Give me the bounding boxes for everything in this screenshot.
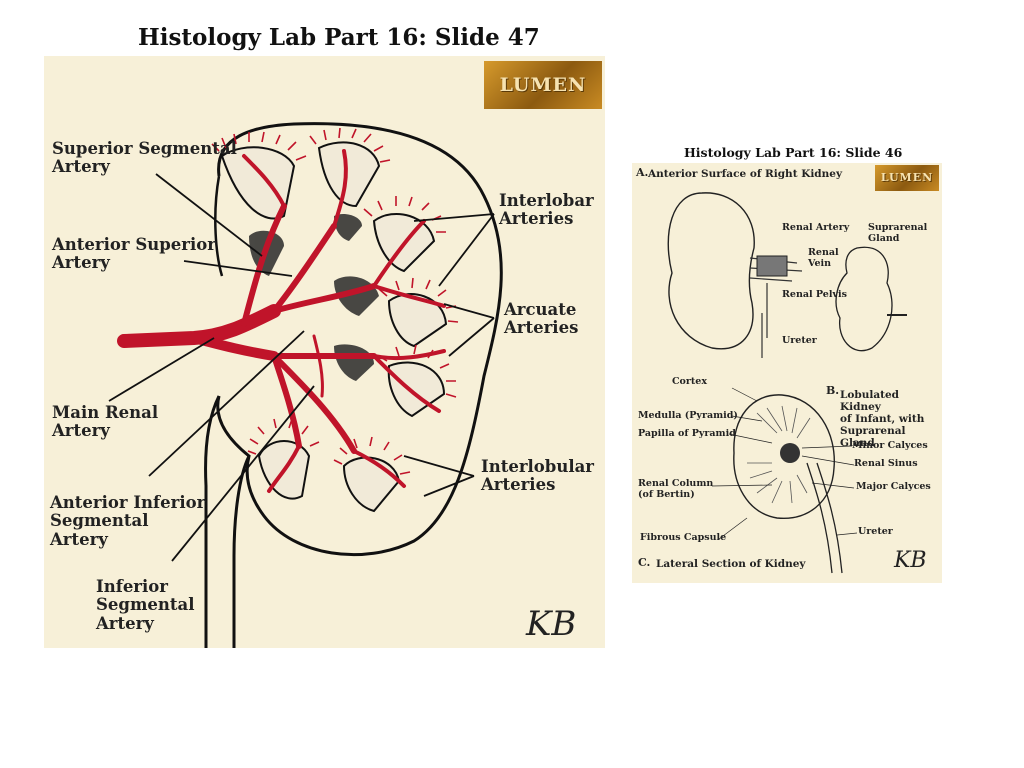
artist-signature-small: KB: [894, 548, 927, 573]
pyramid-striations: [747, 405, 811, 504]
kidney-drawing: [108, 122, 503, 648]
label-minor-calyces: Minor Calyces: [852, 440, 928, 451]
label-papilla: Papilla of Pyramid: [638, 428, 736, 439]
label-suprarenal-gland: Suprarenal Gland: [868, 222, 928, 244]
label-renal-vein: Renal Vein: [808, 247, 839, 269]
section-c-caption: Lateral Section of Kidney: [656, 558, 806, 570]
kidney-anatomy-figure: LUMEN A.: [632, 163, 942, 583]
leader-lines: [108, 173, 495, 562]
ureter-line-left: [204, 395, 221, 648]
label-fibrous-capsule: Fibrous Capsule: [640, 532, 727, 543]
label-interlobular-arteries: Interlobular Arteries: [481, 457, 594, 495]
label-inferior-segmental-artery: Inferior Segmental Artery: [96, 577, 195, 633]
slide-47-title: Histology Lab Part 16: Slide 47: [138, 24, 540, 51]
label-anterior-superior-artery: Anterior Superior Artery: [52, 235, 216, 273]
label-cortex: Cortex: [672, 376, 707, 387]
lumen-logo-small: LUMEN: [875, 165, 939, 191]
label-main-renal-artery: Main Renal Artery: [52, 403, 159, 441]
label-ureter-c: Ureter: [858, 526, 893, 537]
kidney-c-outline: [733, 394, 835, 519]
renal-vessel-bundle: [756, 255, 788, 277]
label-major-calyces: Major Calyces: [856, 481, 931, 492]
section-c-letter: C.: [638, 556, 651, 569]
label-arcuate-arteries: Arcuate Arteries: [504, 300, 579, 338]
section-b-letter: B.: [826, 384, 840, 397]
kidney-artery-figure: LUMEN: [44, 56, 605, 648]
label-medulla: Medulla (Pyramid): [638, 410, 738, 421]
lumen-logo: LUMEN: [484, 61, 602, 109]
label-ureter-a: Ureter: [782, 335, 817, 346]
label-renal-sinus: Renal Sinus: [854, 458, 918, 469]
interlobular-fringe: [211, 127, 459, 475]
ureter-line-right: [232, 455, 251, 648]
section-a-caption: Anterior Surface of Right Kidney: [648, 168, 843, 180]
small-leader-lines: [711, 387, 858, 540]
artist-signature: KB: [526, 604, 577, 644]
label-interlobar-arteries: Interlobar Arteries: [499, 191, 594, 229]
label-superior-segmental-artery: Superior Segmental Artery: [52, 139, 237, 177]
slide-46-title: Histology Lab Part 16: Slide 46: [684, 145, 903, 160]
section-a-letter: A.: [636, 166, 649, 179]
label-renal-artery: Renal Artery: [782, 222, 850, 233]
label-renal-column: Renal Column (of Bertin): [638, 478, 714, 500]
kidney-outline: [216, 122, 503, 557]
hilum-upper: [214, 175, 224, 277]
kidney-sections-drawing: [667, 192, 907, 574]
kidney-a-outline: [667, 192, 755, 350]
arterial-tree: [117, 149, 446, 493]
suprarenal-gland: [835, 246, 893, 352]
renal-sinus: [780, 443, 800, 463]
label-renal-pelvis: Renal Pelvis: [782, 289, 847, 300]
label-anterior-inferior-segmental-artery: Anterior Inferior Segmental Artery: [50, 493, 206, 549]
section-b-caption: Lobulated Kidney of Infant, with Suprare…: [840, 389, 925, 450]
